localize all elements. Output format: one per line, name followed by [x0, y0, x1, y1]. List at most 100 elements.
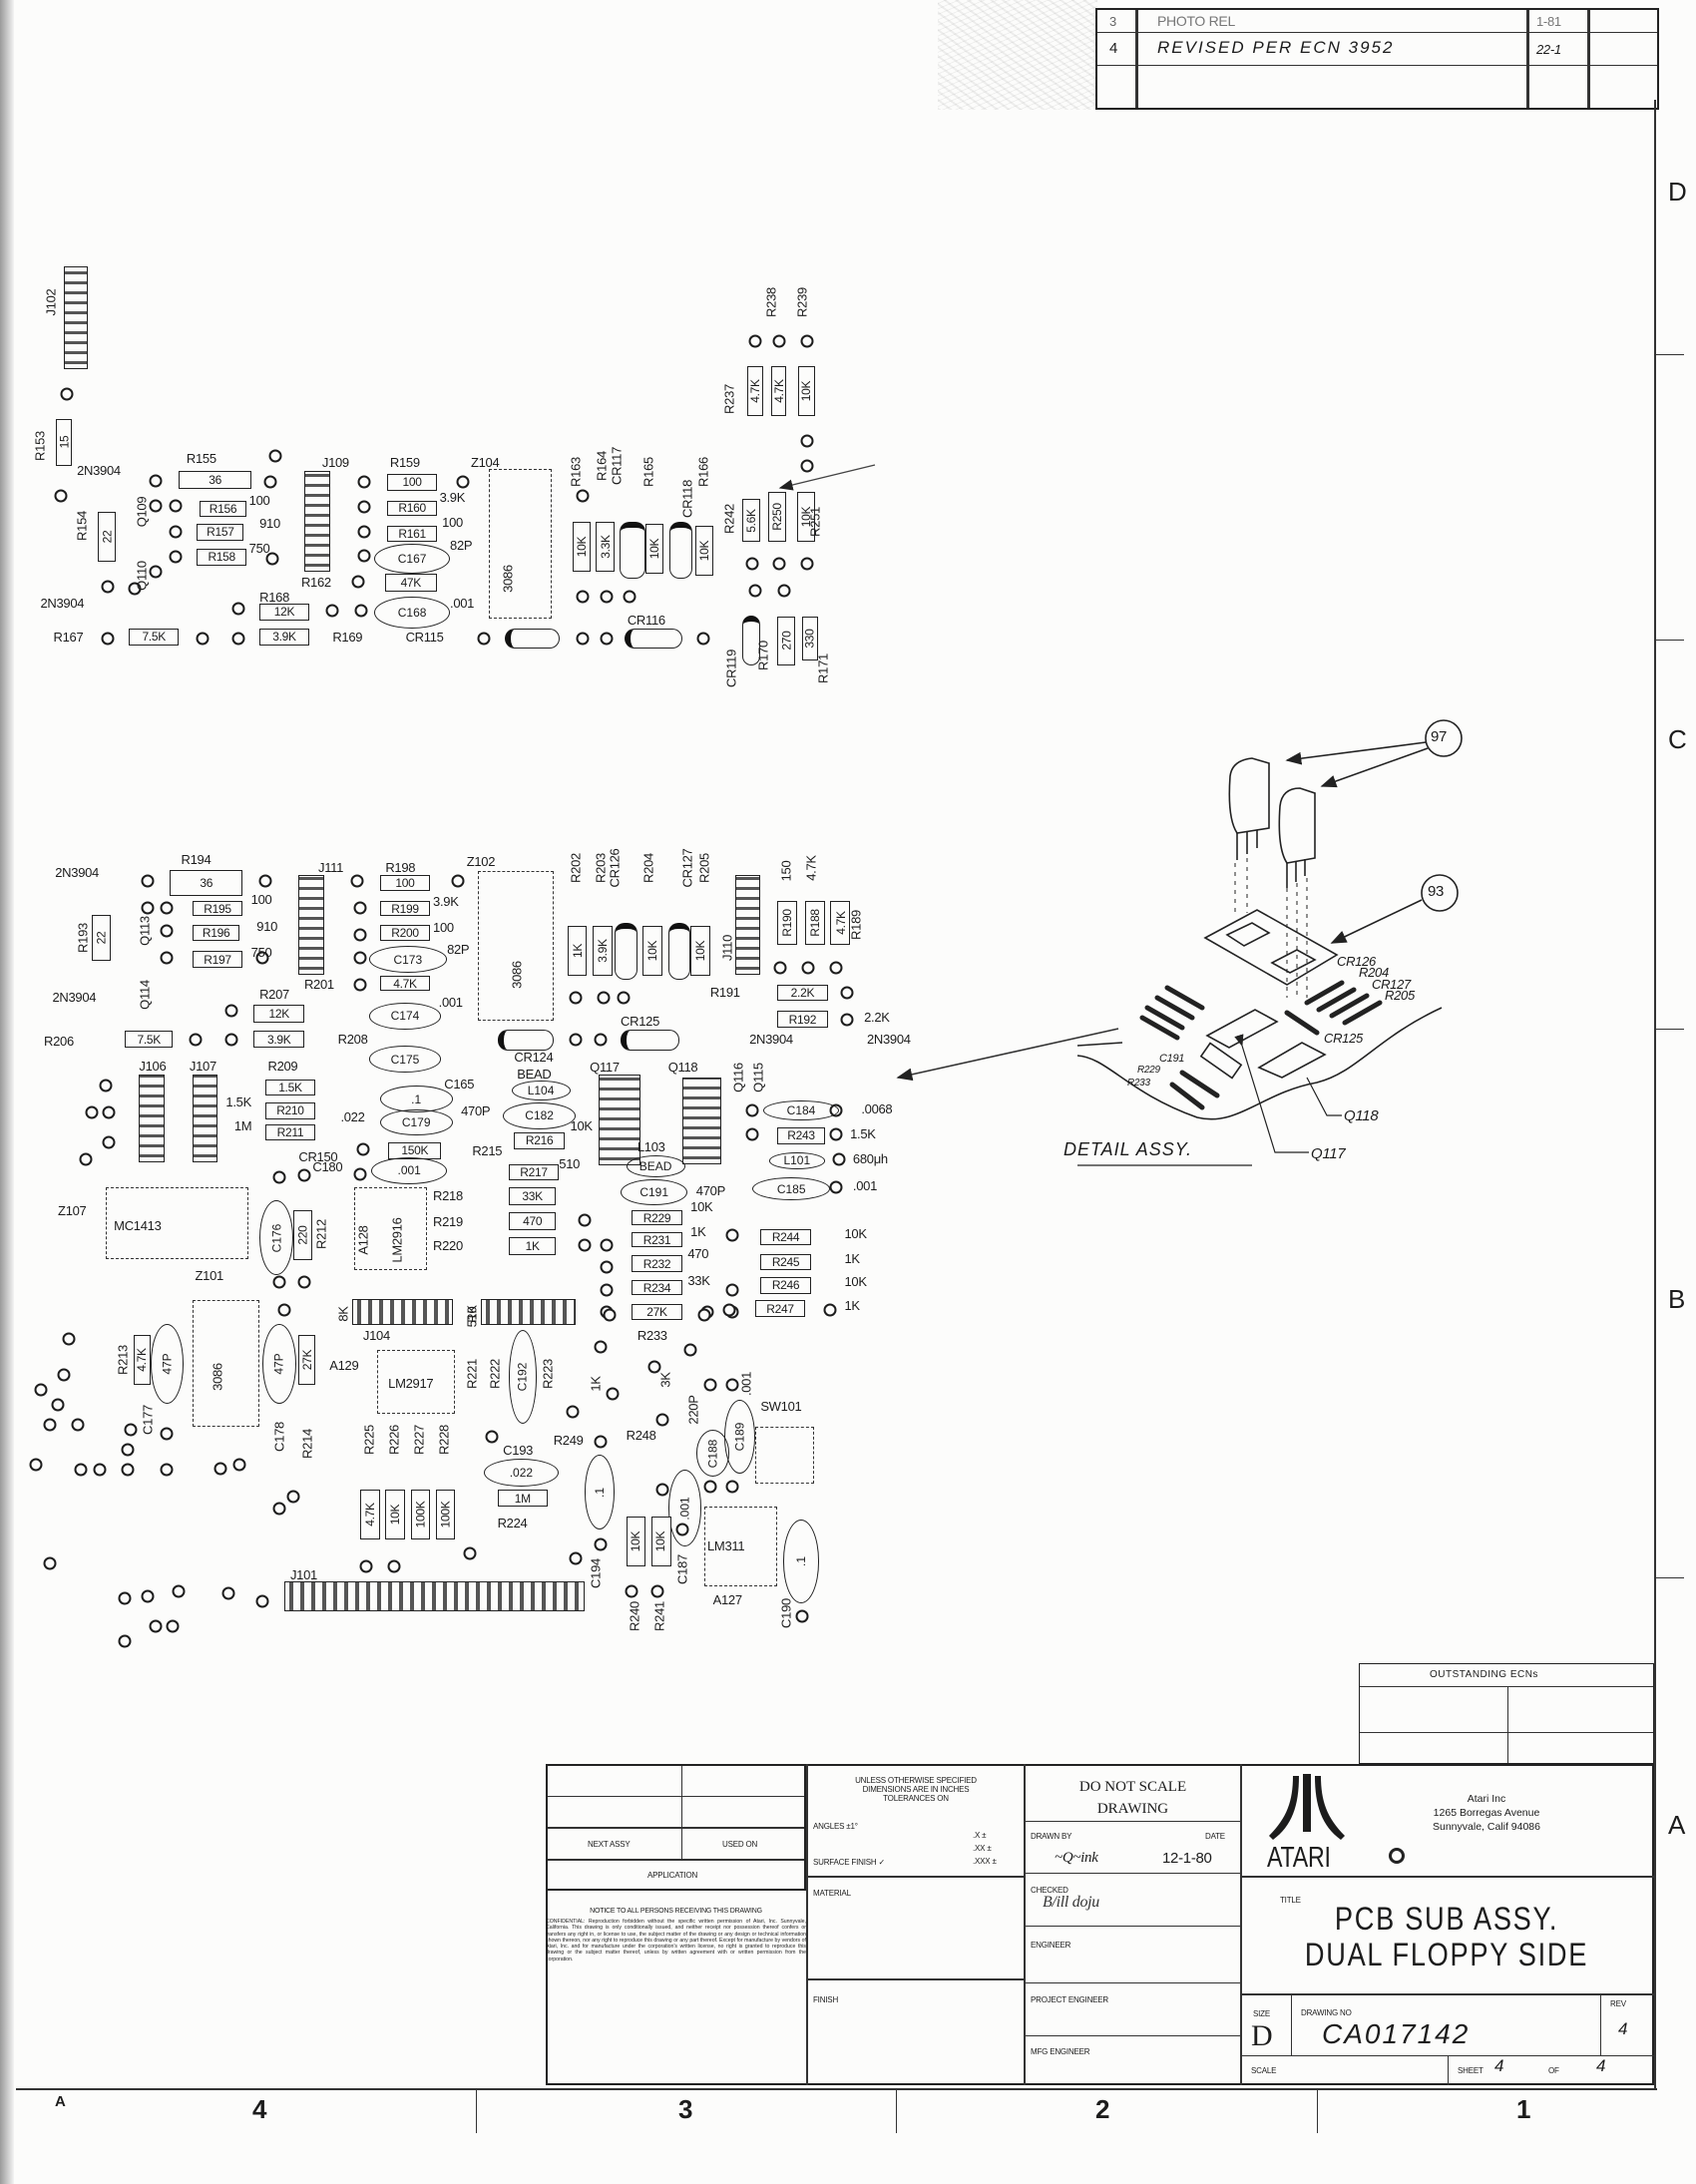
- component-label: J109: [321, 454, 349, 470]
- connector-strip: [351, 1298, 453, 1326]
- component-value: R200: [391, 925, 419, 940]
- component-value: 2.2K: [790, 985, 815, 1000]
- sheet-total: 4: [1596, 2056, 1606, 2075]
- resistor: 270: [776, 617, 796, 665]
- capacitor: C191: [621, 1178, 688, 1206]
- component-label: 10K: [690, 1199, 713, 1215]
- solder-pad: [576, 632, 590, 646]
- solder-pad: [71, 1418, 85, 1432]
- resistor: 10K: [796, 492, 816, 543]
- component-value: 36: [200, 875, 213, 890]
- solder-pad: [350, 874, 364, 888]
- solder-pad: [617, 991, 631, 1005]
- solder-pad: [141, 874, 155, 888]
- capacitor: 47P: [261, 1323, 296, 1404]
- resistor: 100K: [435, 1490, 456, 1540]
- drawing-border-bottom: [16, 2088, 1657, 2090]
- registered-mark-icon: [1389, 1848, 1405, 1864]
- title-label: TITLE: [1280, 1896, 1301, 1905]
- resistor: 3.9K: [253, 1031, 304, 1048]
- component-label: 3.9K: [439, 489, 466, 505]
- solder-pad: [231, 602, 245, 616]
- detail-label: R204: [1359, 965, 1389, 980]
- diode: [620, 522, 646, 579]
- resistor: R234: [632, 1280, 682, 1296]
- solder-pad: [597, 991, 611, 1005]
- finish-label: FINISH: [813, 1995, 839, 2004]
- resistor: 1K: [508, 1237, 557, 1256]
- resistor: 4.7K: [379, 976, 431, 992]
- component-value: BEAD: [638, 1159, 672, 1174]
- component-value: R232: [642, 1256, 671, 1271]
- connector-strip: [598, 1074, 640, 1166]
- drawing-title: PCB SUB ASSY. DUAL FLOPPY SIDE: [1277, 1901, 1616, 1972]
- solder-pad: [600, 590, 614, 604]
- resistor: 12K: [259, 604, 309, 621]
- drawing-title-line1: PCB SUB ASSY.: [1334, 1901, 1559, 1937]
- resistor: 4.7K: [747, 365, 763, 416]
- diode: [621, 1029, 679, 1052]
- do-not-scale-note: DO NOT SCALE DRAWING: [1026, 1776, 1240, 1820]
- solder-pad: [703, 1378, 717, 1392]
- component-value: R195: [204, 901, 231, 916]
- component-label: R219: [433, 1214, 463, 1230]
- mfg-engineer-label: MFG ENGINEER: [1031, 2047, 1090, 2056]
- zone-corner-mark: A: [55, 2093, 66, 2110]
- solder-pad: [121, 1443, 135, 1457]
- diode: [504, 629, 560, 649]
- component-value: 12K: [268, 1006, 289, 1021]
- scan-edge: [0, 0, 14, 2184]
- component-value: R160: [398, 501, 426, 516]
- component-label: L103: [636, 1139, 665, 1155]
- q118-pad: [1257, 1042, 1327, 1079]
- solder-pad: [169, 550, 183, 564]
- outstanding-ecns-block: OUTSTANDING ECNs: [1359, 1663, 1654, 1764]
- solder-pad: [353, 928, 367, 942]
- company-address-line: 1265 Borregas Avenue: [1433, 1807, 1540, 1819]
- component-label: A129: [329, 1357, 359, 1373]
- drawn-by-label: DRAWN BY: [1031, 1832, 1072, 1841]
- solder-pad: [748, 584, 762, 598]
- connector-strip: [735, 874, 761, 975]
- solder-pad: [169, 525, 183, 539]
- zone-col-4: 4: [252, 2094, 267, 2124]
- notice-heading: NOTICE TO ALL PERSONS RECEIVING THIS DRA…: [590, 1908, 762, 1915]
- solder-pad: [124, 1423, 138, 1437]
- resistor: 5.6K: [741, 499, 761, 543]
- detail-assy-drawing: [1076, 719, 1463, 1166]
- component-value: R156: [209, 501, 237, 516]
- component-value: R196: [202, 925, 230, 940]
- drawing-border-right: [1654, 100, 1656, 2090]
- component-label: R249: [553, 1432, 584, 1448]
- tolerance-value: .X ±: [973, 1831, 987, 1840]
- resistor: R247: [754, 1300, 806, 1317]
- solder-pad: [600, 1260, 614, 1274]
- solder-pad: [829, 961, 843, 975]
- solder-pad: [160, 1427, 174, 1441]
- capacitor: C184: [763, 1100, 839, 1121]
- solder-pad: [594, 1340, 608, 1354]
- solder-pad: [357, 500, 371, 514]
- component-label: J106: [139, 1058, 167, 1074]
- rev-label: REV: [1610, 1999, 1626, 2008]
- solder-pad: [325, 604, 339, 618]
- solder-pad: [149, 1619, 163, 1633]
- connector-strip: [480, 1298, 577, 1326]
- solder-pad: [99, 1079, 113, 1092]
- zone-row-c: C: [1668, 724, 1687, 754]
- component-value: 470: [523, 1214, 543, 1229]
- component-label: 1K: [844, 1297, 860, 1313]
- ic-outline: [105, 1187, 248, 1259]
- solder-pad: [485, 1430, 499, 1444]
- solder-pad: [829, 1180, 843, 1194]
- component-value: C179: [401, 1114, 431, 1129]
- capacitor: C185: [751, 1177, 831, 1201]
- resistor: 12K: [253, 1004, 304, 1023]
- component-value: R244: [771, 1229, 800, 1244]
- resistor: 22: [91, 914, 112, 962]
- detail-label: R229: [1137, 1065, 1160, 1076]
- solder-pad: [277, 1303, 291, 1317]
- connector-strip: [284, 1581, 585, 1611]
- solder-pad: [51, 1398, 65, 1412]
- solder-pad: [357, 475, 371, 489]
